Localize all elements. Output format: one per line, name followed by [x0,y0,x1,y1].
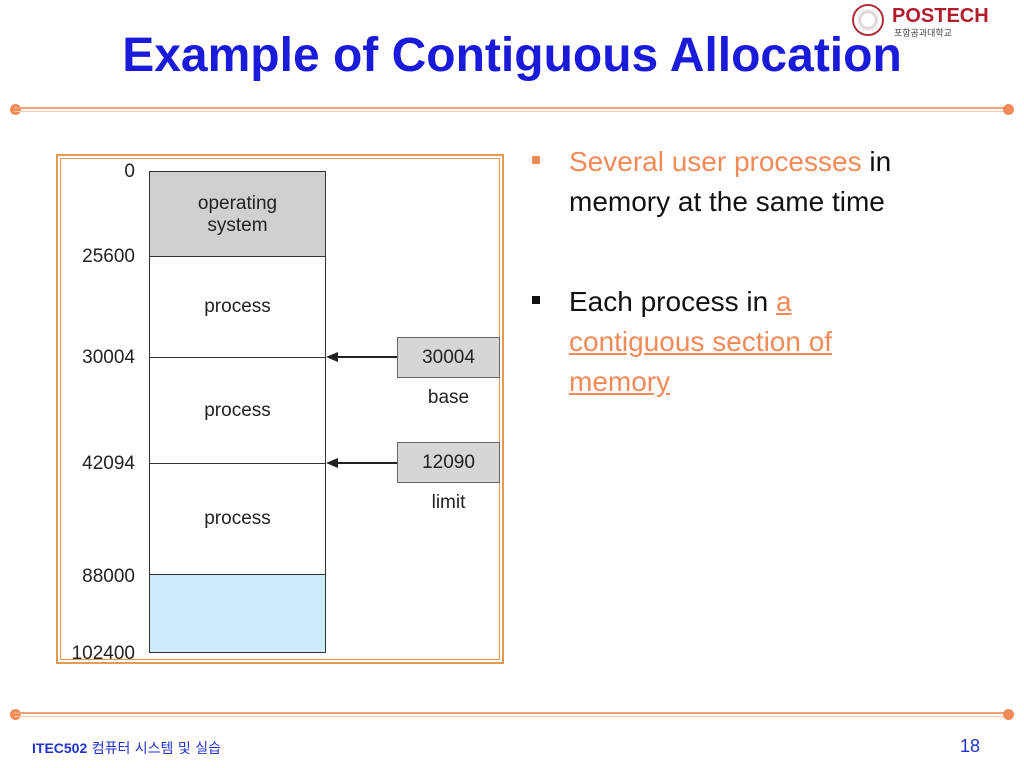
rule-dot-left [10,709,21,720]
base-arrow-line [336,356,397,358]
rule-dot-right [1003,709,1014,720]
base-value: 30004 [422,346,475,368]
process-label-2: process [204,399,271,421]
bottom-divider-thin [14,716,1008,717]
address-88000: 88000 [82,566,135,587]
diagram-frame-inner [60,158,500,660]
postech-logo: POSTECH 포항공과대학교 [852,4,1012,39]
free-segment [149,575,326,653]
rule-dot-right [1003,104,1014,115]
rule-dot-left [10,104,21,115]
limit-label: limit [431,492,466,513]
bullet-2-link-part-2[interactable]: contiguous section of [569,326,833,357]
top-divider-thin [14,111,1008,112]
process-label-1: process [204,296,271,317]
bullet-1-rest-a: in [861,146,892,177]
limit-value: 12090 [422,451,475,473]
bullet-2: Each process in a contiguous section of me… [532,282,972,404]
course-code: ITEC502 [32,740,88,756]
top-divider [14,107,1008,109]
boundary-42094 [149,463,326,464]
limit-register: 12090 [397,442,500,483]
process-segment-2: process [149,358,326,463]
address-0: 0 [124,161,135,182]
address-25600: 25600 [82,246,135,267]
slide-title: Example of Contiguous Allocation [122,29,902,82]
bullet-square-icon [532,296,540,304]
university-seal-icon [852,4,884,36]
process-segment-1: process [149,257,326,357]
boundary-30004 [149,357,326,358]
process-segment-3: process [149,464,326,574]
address-102400: 102400 [71,643,135,664]
bullet-2-lead: Each process in [569,286,776,317]
bullet-1-text: Several user processes in memory at the s… [569,142,969,222]
os-label: operating system [197,192,278,236]
limit-arrow-icon [326,458,338,468]
bullet-2-link-part-1[interactable]: a [776,286,792,317]
bullet-square-icon [532,156,540,164]
bullet-2-text: Each process in a contiguous section of me… [569,282,969,402]
limit-arrow-line [336,462,397,464]
logo-subtitle: 포항공과대학교 [894,29,952,39]
bullet-1-rest-b: memory at the same time [569,186,885,217]
boundary-88000 [149,574,326,575]
course-name: 컴퓨터 시스템 및 실습 [87,741,221,757]
os-segment: operating system [149,171,326,257]
boundary-25600 [149,256,326,257]
footer-course: ITEC502 컴퓨터 시스템 및 실습 [32,738,221,758]
bullet-1: Several user processes in memory at the s… [532,142,972,224]
base-arrow-icon [326,352,338,362]
address-42094: 42094 [82,453,135,474]
base-register: 30004 [397,337,500,378]
address-30004: 30004 [82,347,135,368]
bullet-2-link-part-3[interactable]: memory [569,366,671,397]
page-number: 18 [959,736,980,756]
bottom-divider [14,712,1008,714]
logo-name: POSTECH [892,5,989,27]
bullet-1-highlight: Several user processes [569,146,862,177]
base-label: base [427,387,470,408]
process-label-3: process [204,508,271,529]
